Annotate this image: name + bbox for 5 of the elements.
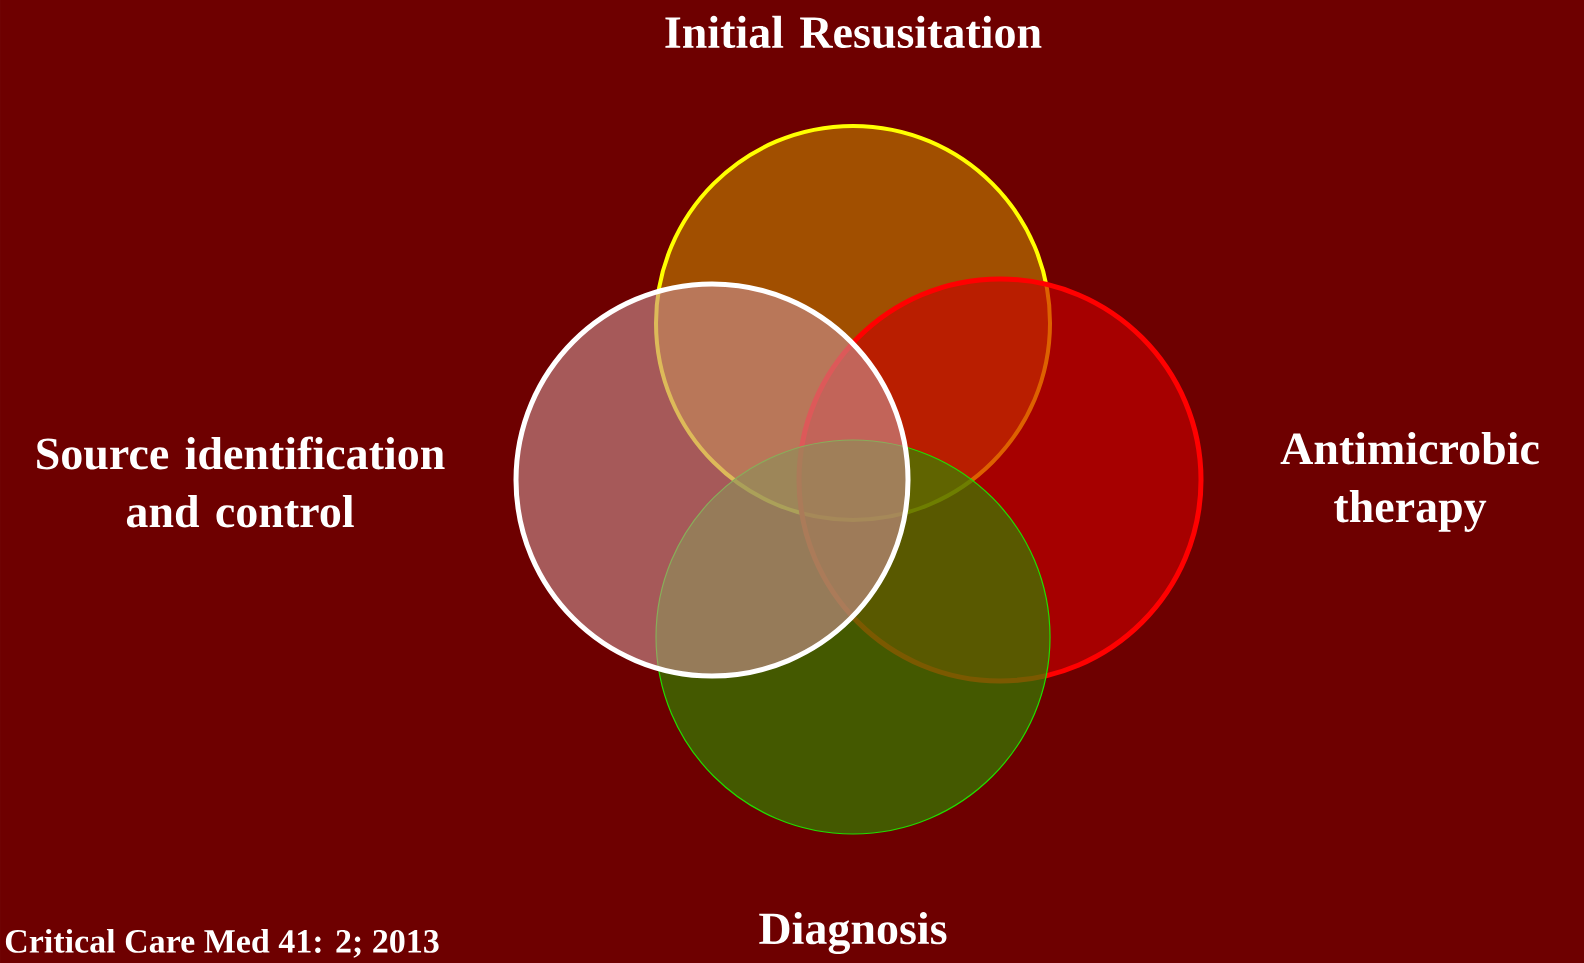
circle-label: Diagnosis [759,911,947,954]
circle-label: Initial Resusitation [665,15,1042,49]
citation: Critical Care Med 41: 2; 2013 [5,928,439,958]
circle-label: Source identification and control [37,436,445,528]
circle-label: Antimicrobic therapy [1280,432,1539,532]
